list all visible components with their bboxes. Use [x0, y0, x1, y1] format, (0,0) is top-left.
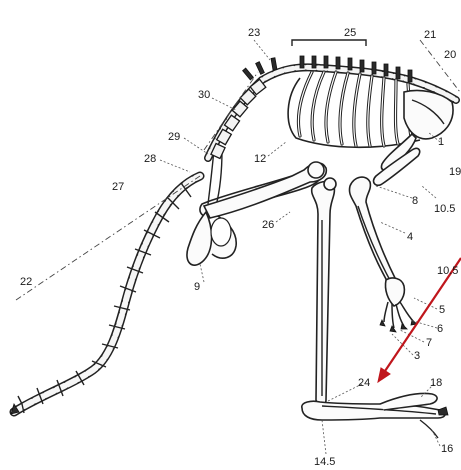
label-8: 8: [412, 195, 418, 207]
tail-vertebrae: [11, 176, 200, 414]
label-3: 3: [414, 350, 420, 362]
label-1: 1: [438, 136, 444, 148]
femur-bone: [204, 162, 326, 218]
label-7: 7: [426, 337, 432, 349]
label-20: 20: [444, 49, 456, 61]
label-30: 30: [198, 89, 210, 101]
label-6: 6: [437, 323, 443, 335]
label-10-5-upper: 10.5: [434, 203, 455, 215]
label-27: 27: [112, 181, 124, 193]
label-26: 26: [262, 219, 274, 231]
label-21: 21: [424, 29, 436, 41]
label-29: 29: [168, 131, 180, 143]
label-14-5: 14.5: [314, 456, 335, 468]
label-19: 19: [449, 166, 461, 178]
label-23: 23: [248, 27, 260, 39]
rib-cage: [288, 72, 420, 147]
label-9: 9: [194, 281, 200, 293]
scapula-bone: [381, 90, 453, 170]
label-22: 22: [20, 276, 32, 288]
label-4: 4: [407, 231, 413, 243]
label-10-5-lower: 10.5: [437, 265, 458, 277]
label-16: 16: [441, 443, 453, 455]
label-12: 12: [254, 153, 266, 165]
label-28: 28: [144, 153, 156, 165]
label-25: 25: [344, 27, 356, 39]
label-18: 18: [430, 377, 442, 389]
label-5: 5: [439, 304, 445, 316]
label-24: 24: [358, 377, 370, 389]
tibia-bone: [312, 178, 336, 406]
